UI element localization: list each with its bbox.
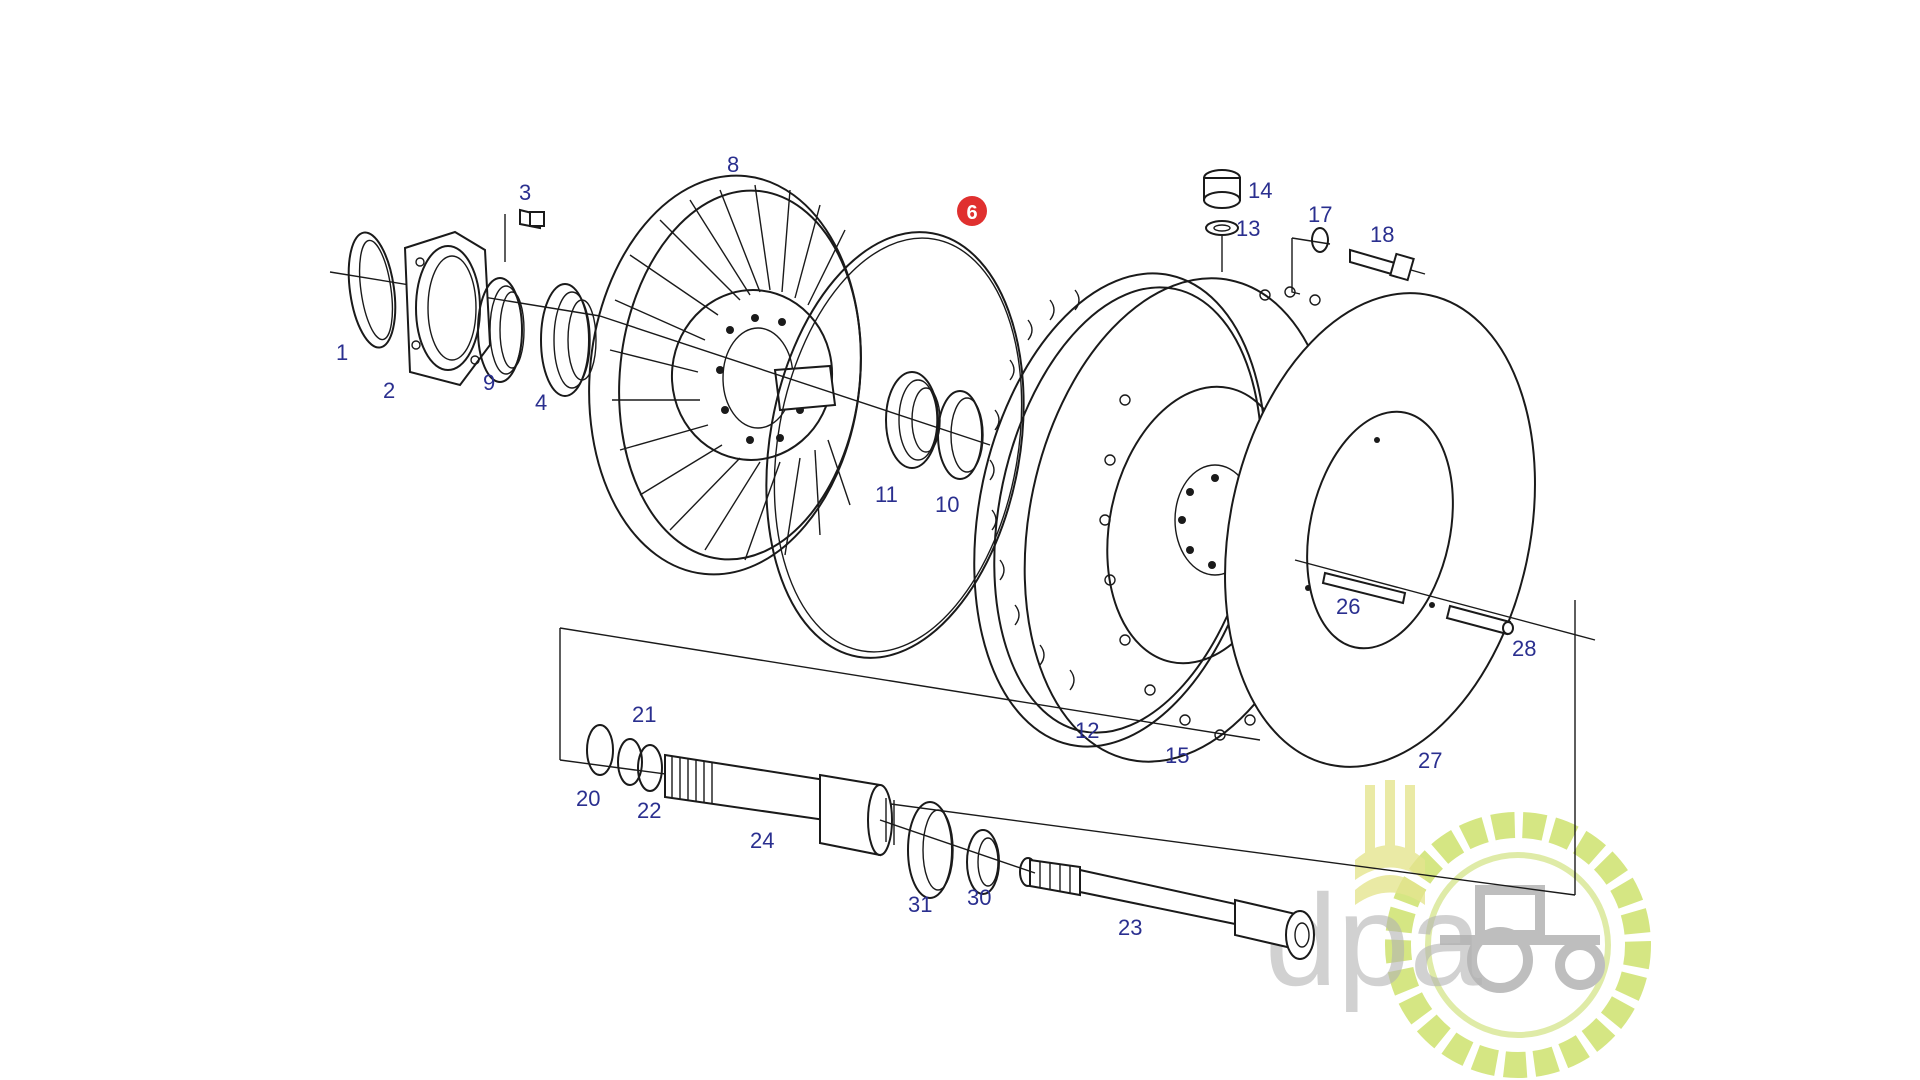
- label-part-14: 14: [1248, 178, 1272, 203]
- assembly-frame-lines: [559, 600, 1576, 896]
- part-3-bolt: [504, 208, 545, 262]
- label-part-26: 26: [1336, 594, 1360, 619]
- label-part-28: 28: [1512, 636, 1536, 661]
- label-part-21: 21: [632, 702, 656, 727]
- label-part-3: 3: [519, 180, 531, 205]
- part-31-seal: [907, 801, 954, 899]
- label-part-15: 15: [1165, 743, 1189, 768]
- dpa-logo-watermark: dpa: [1265, 780, 1651, 1078]
- label-part-18: 18: [1370, 222, 1394, 247]
- highlight-marker-part-6: [957, 196, 987, 226]
- part-30-bearing: [966, 829, 1000, 895]
- label-part-30: 30: [967, 885, 991, 910]
- label-part-13: 13: [1236, 216, 1260, 241]
- part-28-dowel: [1445, 604, 1514, 636]
- label-part-23: 23: [1118, 915, 1142, 940]
- part-14-plug: [1203, 169, 1241, 209]
- tractor-icon: [1440, 885, 1605, 993]
- part-27-drive-plate: [1224, 292, 1536, 768]
- part-13-washer: [1205, 220, 1239, 236]
- part-1-snap-ring: [347, 231, 397, 349]
- part-9-seal: [477, 277, 525, 383]
- label-part-9: 9: [483, 370, 495, 395]
- label-part-27: 27: [1418, 748, 1442, 773]
- label-part-22: 22: [637, 798, 661, 823]
- part-10-bearing: [937, 390, 984, 480]
- label-part-8: 8: [727, 152, 739, 177]
- part-24-hollow-shaft: [664, 753, 895, 857]
- part-labels: 1 2 3 9 4 8 6 11 10 14 13 17 18 26 28 12…: [336, 152, 1536, 940]
- part-8-turbine-wheel: [588, 174, 862, 576]
- part-18-bolt: [1349, 248, 1426, 282]
- part-21-22-rings: [617, 738, 663, 792]
- part-4-bearing: [540, 283, 597, 397]
- label-part-6: 6: [966, 202, 977, 224]
- label-part-4: 4: [535, 390, 547, 415]
- part-26-stud: [1321, 571, 1407, 605]
- label-part-31: 31: [908, 892, 932, 917]
- label-part-10: 10: [935, 492, 959, 517]
- label-part-24: 24: [750, 828, 774, 853]
- label-part-17: 17: [1308, 202, 1332, 227]
- part-2-cover-flange: [403, 230, 492, 387]
- label-part-12: 12: [1075, 718, 1099, 743]
- wheat-icon: [1355, 780, 1425, 905]
- part-20-snap-ring: [586, 724, 614, 776]
- part-23-input-shaft: [1019, 857, 1315, 960]
- label-part-11: 11: [875, 482, 898, 507]
- part-17-washer: [1311, 227, 1329, 253]
- label-part-2: 2: [383, 378, 395, 403]
- part-6-o-ring: [765, 231, 1025, 659]
- label-part-20: 20: [576, 786, 600, 811]
- label-part-1: 1: [336, 340, 348, 365]
